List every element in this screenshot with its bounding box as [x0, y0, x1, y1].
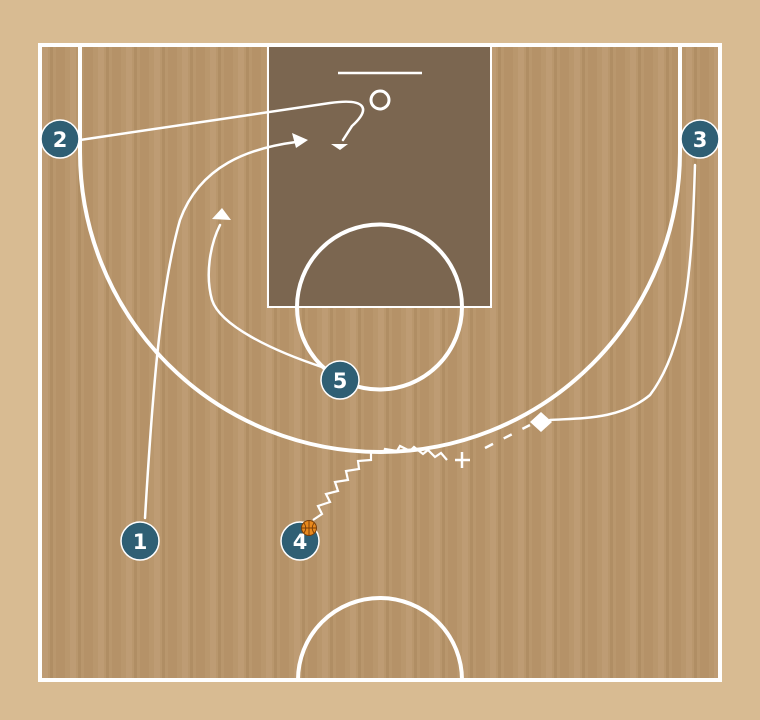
player-4-label: 4	[293, 530, 308, 554]
player-1-label: 1	[133, 530, 148, 554]
player-2-label: 2	[53, 128, 68, 152]
basket-rim	[369, 89, 391, 111]
paint-area	[267, 44, 492, 308]
player-1-marker	[120, 521, 160, 561]
player-5-marker	[320, 360, 360, 400]
player-2-marker	[40, 119, 80, 159]
player-3-marker	[680, 119, 720, 159]
arrowhead-5	[212, 208, 231, 220]
basketball-icon	[301, 520, 317, 536]
dribble-path-4	[312, 444, 448, 521]
arrowhead-1	[292, 133, 308, 148]
player-1[interactable]: 1	[120, 521, 160, 561]
pass-line-4-to-3	[484, 423, 531, 450]
player-3-label: 3	[693, 128, 708, 152]
screen-marker	[530, 412, 552, 432]
player-2[interactable]: 2	[40, 119, 80, 159]
center-circle	[296, 596, 464, 681]
cut-path-1	[143, 140, 298, 520]
cut-path-5	[207, 223, 327, 370]
arrowhead-2	[331, 144, 348, 150]
cut-path-3	[548, 163, 697, 422]
court-boundary	[38, 43, 722, 682]
dribble-end-marker	[455, 452, 470, 468]
player-5-label: 5	[333, 369, 348, 393]
player-3[interactable]: 3	[680, 119, 720, 159]
cut-path-2	[78, 100, 365, 142]
player-5[interactable]: 5	[320, 360, 360, 400]
